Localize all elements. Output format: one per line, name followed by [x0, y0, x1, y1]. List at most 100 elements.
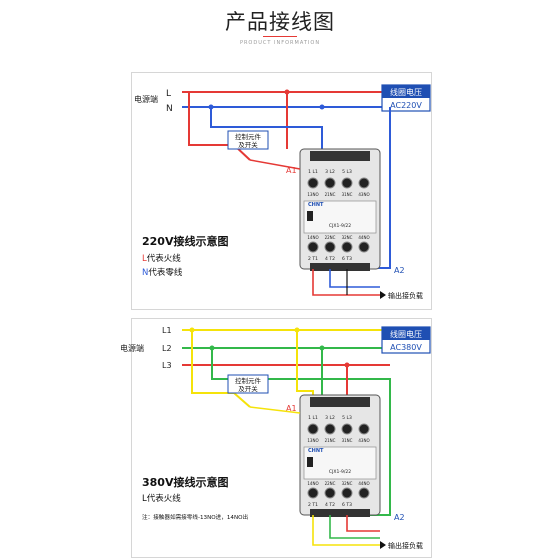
terminal-label: 22NC	[325, 481, 336, 486]
terminal-label: 2 T1	[308, 256, 318, 262]
caption-line-1: L代表火线	[142, 493, 181, 504]
arrow-icon	[380, 541, 386, 549]
terminal-screw	[324, 487, 336, 499]
contactor-faceplate	[303, 446, 377, 480]
wire-T1-out	[312, 515, 380, 546]
wire-T1-out	[312, 269, 380, 296]
wire-T2-out	[329, 515, 380, 539]
caption-line-2: N代表零线	[142, 267, 183, 278]
wire-L2-to-A2	[211, 348, 391, 516]
control-element-box	[227, 374, 269, 394]
source-label: 电源端	[120, 343, 144, 353]
terminal-label: 32NC	[342, 235, 353, 240]
terminal-label: 6 T3	[342, 256, 352, 262]
terminal-screw	[324, 241, 336, 253]
terminal-label: 14NO	[307, 235, 318, 240]
indicator-window	[307, 211, 313, 221]
control-element-label: 控制元件	[235, 376, 262, 385]
caption-title: 220V接线示意图	[142, 234, 228, 248]
a2-label: A2	[394, 266, 405, 275]
terminal-label: 3 L2	[325, 415, 335, 421]
terminal-label: 5 L3	[342, 415, 352, 421]
terminal-label: 2 T1	[308, 502, 318, 508]
terminal-label: 1 L1	[308, 415, 318, 421]
terminal-label: 21NC	[325, 438, 336, 443]
terminal-screw	[341, 177, 353, 189]
terminal-label: 44NO	[358, 235, 369, 240]
diagram-220v-panel: L N 电源端 线圈电压 AC220V 控制元件 及开关 1 L1 3 L2 5…	[131, 72, 432, 310]
terminal-label: 6 T3	[342, 502, 352, 508]
wire-T3-out	[346, 515, 380, 532]
coil-voltage-box-header	[382, 327, 430, 340]
diagram-220v-svg: L N 电源端 线圈电压 AC220V 控制元件 及开关 1 L1 3 L2 5…	[134, 84, 431, 300]
terminal-label: 13NO	[307, 192, 318, 197]
line-label-L2: L2	[162, 344, 172, 353]
terminal-label: 4 T2	[325, 502, 335, 508]
wire-control-to-A1	[249, 406, 301, 414]
diagram-380v-panel: L1 L2 L3 电源端 线圈电压 AC380V 控制元件 及开关 1 L1 3…	[120, 318, 432, 558]
terminal-label: 13NO	[307, 438, 318, 443]
line-label-L3: L3	[162, 361, 172, 370]
output-label: 输出接负载	[388, 291, 423, 300]
a2-label: A2	[394, 513, 405, 522]
diagram-380v-svg: L1 L2 L3 电源端 线圈电压 AC380V 控制元件 及开关 1 L1 3…	[120, 326, 431, 550]
coil-voltage-label: 线圈电压	[390, 329, 422, 339]
terminal-screw	[358, 241, 370, 253]
line-label-N: N	[166, 104, 173, 114]
title-underline	[263, 36, 297, 37]
contactor-top-rail	[310, 151, 370, 161]
control-element-label-2: 及开关	[238, 384, 258, 393]
caption-line-1: L代表火线	[142, 253, 181, 264]
wire-control-to-A1	[249, 159, 301, 170]
caption-title: 380V接线示意图	[142, 475, 228, 489]
terminal-screw	[324, 423, 336, 435]
terminal-label: 31NC	[342, 192, 353, 197]
terminal-label: 31NC	[342, 438, 353, 443]
terminal-label: 4 T2	[325, 256, 335, 262]
junction-dot	[319, 104, 325, 110]
terminal-screw	[341, 241, 353, 253]
brand-logo: CHNT	[308, 448, 324, 454]
contactor-faceplate	[303, 200, 377, 234]
terminal-label: 1 L1	[308, 169, 318, 175]
terminal-screw	[307, 423, 319, 435]
top-terminals	[307, 177, 370, 189]
arrow-icon	[380, 291, 386, 299]
model-label: CJX1-9/22	[329, 223, 351, 229]
terminal-label: 21NC	[325, 192, 336, 197]
contactor-380v: 1 L1 3 L2 5 L3 13NO 21NC 31NC 43NO CHNT …	[299, 394, 381, 517]
terminal-screw	[307, 177, 319, 189]
coil-voltage-label: 线圈电压	[390, 87, 422, 97]
wire-T2-out	[329, 269, 380, 288]
source-label: 电源端	[134, 94, 158, 104]
a1-label: A1	[286, 166, 297, 175]
caption-text-live: 代表火线	[147, 253, 182, 264]
terminal-screw	[358, 423, 370, 435]
terminal-screw	[341, 487, 353, 499]
control-element-box	[227, 130, 269, 150]
page-title: 产品接线图	[225, 10, 335, 34]
line-label-L1: L1	[162, 326, 172, 335]
terminal-label: 43NO	[358, 438, 369, 443]
contactor-top-rail	[310, 397, 370, 407]
coil-voltage-box-header	[382, 85, 430, 98]
indicator-window	[307, 457, 313, 467]
terminal-screw	[341, 423, 353, 435]
caption-letter-N: N	[142, 268, 148, 278]
control-element-label: 控制元件	[235, 132, 262, 141]
terminal-label: 22NC	[325, 235, 336, 240]
caption-note: 注：接触器如需接零线-13NO进，14NO出	[142, 513, 248, 521]
terminal-label: 32NC	[342, 481, 353, 486]
terminal-screw	[358, 177, 370, 189]
wire-L-to-control	[188, 92, 251, 161]
terminal-label: 3 L2	[325, 169, 335, 175]
caption-text-neutral: 代表零线	[148, 267, 183, 278]
wire-L1-to-terminal	[296, 330, 314, 395]
page-subtitle: PRODUCT INFORMATION	[239, 40, 321, 46]
contactor-bottom-rail	[310, 263, 370, 271]
terminal-label: 44NO	[358, 481, 369, 486]
coil-voltage-value: AC380V	[390, 343, 422, 352]
control-element-label-2: 及开关	[238, 140, 258, 149]
terminal-label: 43NO	[358, 192, 369, 197]
contactor-bottom-rail	[310, 509, 370, 517]
